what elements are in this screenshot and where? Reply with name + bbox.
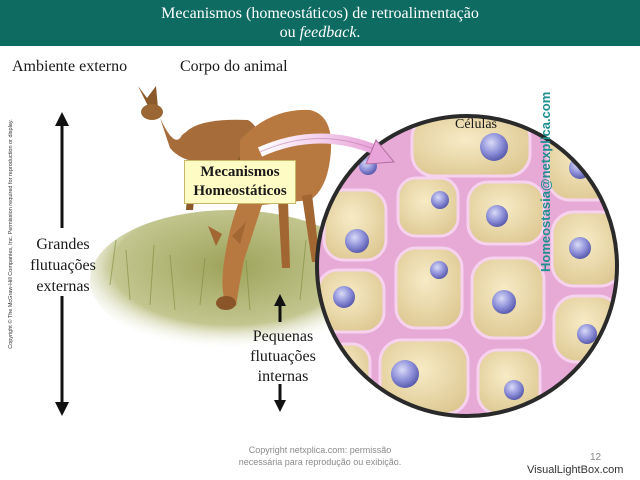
footer-line-2: necessária para reprodução ou exibição. [238, 457, 402, 467]
large-fluctuations-line: externas [36, 278, 90, 295]
large-fluctuation-arrow [55, 112, 69, 416]
title-italic: feedback [299, 24, 357, 41]
external-environment-label: Ambiente externo [12, 58, 128, 75]
title-prefix: ou [279, 24, 300, 41]
small-fluctuations-line: Pequenas [252, 328, 314, 345]
mechanisms-line: Homeostáticos [193, 183, 287, 199]
cells-circle-border [315, 114, 619, 418]
small-fluctuations-line: flutuações [250, 348, 316, 365]
large-fluctuations-label: Grandes flutuações externas [18, 234, 108, 297]
cells-magnification [317, 116, 617, 416]
homeostatic-mechanisms-box: Mecanismos Homeostáticos [184, 160, 296, 204]
copyright-side-text: Copyright © The McGraw-Hill Companies, I… [8, 119, 14, 349]
pink-arrow-outline [259, 138, 377, 153]
large-fluctuations-line: Grandes [36, 236, 90, 253]
small-fluctuations-line: internas [257, 368, 309, 385]
page-number: 12 [590, 452, 602, 463]
title-bar: Mecanismos (homeostáticos) de retroalime… [0, 0, 640, 46]
footer-copyright: Copyright netxplica.com: permissão neces… [210, 444, 430, 468]
pink-arrow-head [365, 139, 395, 165]
animal-body-label: Corpo do animal [180, 58, 288, 75]
small-fluctuation-arrow [274, 294, 286, 412]
footer-line-1: Copyright netxplica.com: permissão [248, 445, 392, 455]
cells-label: Células [455, 117, 497, 132]
site-credit-link[interactable]: VisualLightBox.com [527, 464, 624, 476]
small-fluctuations-label: Pequenas flutuações internas [238, 327, 328, 387]
watermark-text: Homeostasia@netxplica.com [538, 91, 553, 272]
title-line-2: ou feedback. [0, 23, 640, 42]
large-fluctuations-line: flutuações [30, 257, 96, 274]
title-line-1: Mecanismos (homeostáticos) de retroalime… [161, 5, 479, 22]
title-suffix: . [356, 24, 361, 41]
mechanisms-line: Mecanismos [200, 164, 280, 180]
